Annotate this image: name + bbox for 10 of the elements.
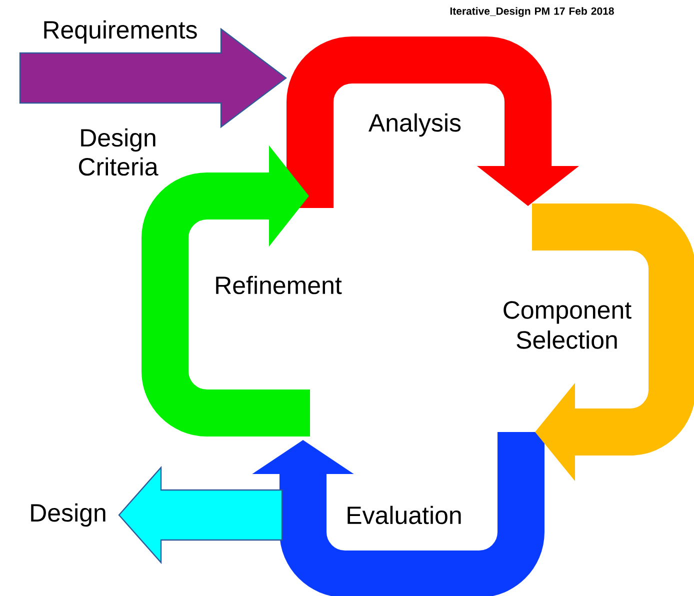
block-arrow <box>118 466 283 564</box>
note-text: Design Criteria <box>79 128 158 176</box>
block-arrow <box>19 28 287 128</box>
stage-label: Evaluation <box>348 506 461 524</box>
note-text: Iterative_Design PM 17 Feb 2018 <box>450 7 614 17</box>
stage-label: Refinement <box>216 276 342 294</box>
stage-label: Component Selection <box>504 301 632 349</box>
edge-label: Requirements <box>44 20 197 44</box>
stage-label: Design <box>31 503 106 527</box>
stage-label: Analysis <box>368 113 461 137</box>
